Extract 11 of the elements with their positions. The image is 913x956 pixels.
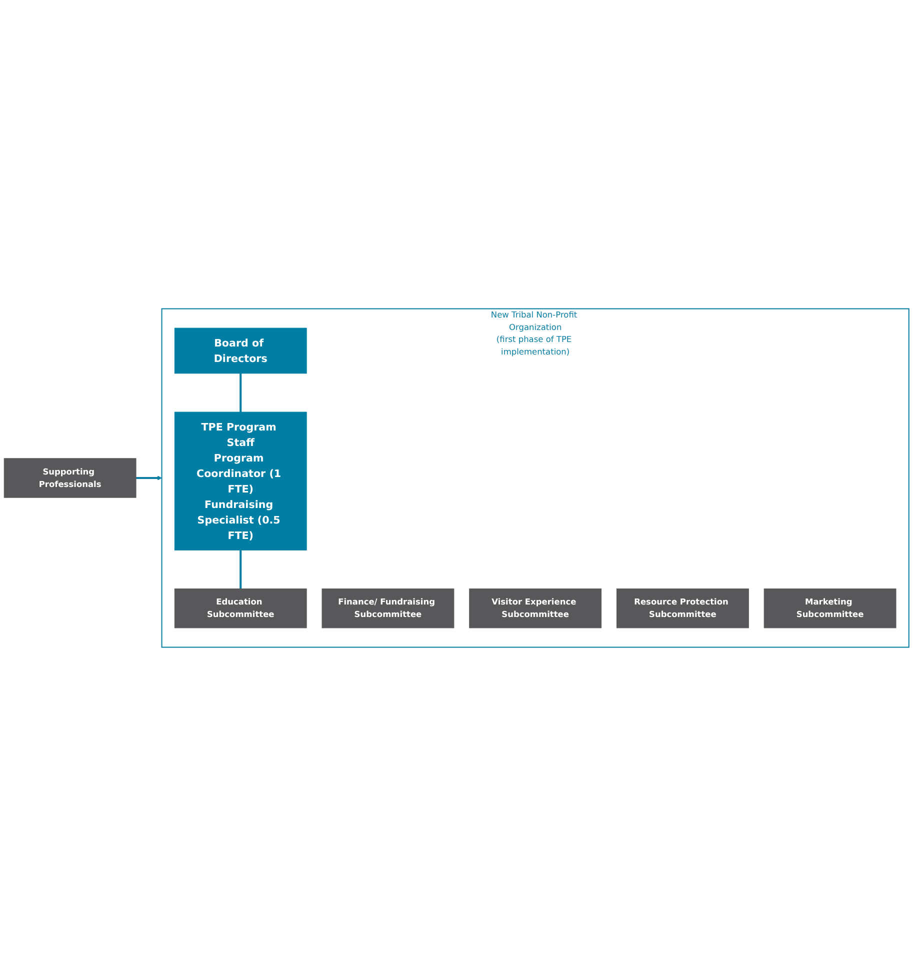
connector — [240, 373, 242, 412]
node-box: Resource Protection Subcommittee — [616, 588, 749, 628]
node-box: Visitor Experience Subcommittee — [469, 588, 602, 628]
connector — [240, 550, 242, 589]
node-box: Supporting Professionals — [4, 458, 136, 498]
node-box: Finance/ Fundraising Subcommittee — [322, 588, 454, 628]
node-box: Education Subcommittee — [174, 588, 307, 628]
node-box: Board of Directors — [174, 328, 307, 374]
node-box: Marketing Subcommittee — [764, 588, 896, 628]
node-box: TPE Program Staff Program Coordinator (1 FTE) Fundraising Specialist (0.5 FTE) — [174, 412, 307, 550]
arrow — [136, 476, 162, 480]
